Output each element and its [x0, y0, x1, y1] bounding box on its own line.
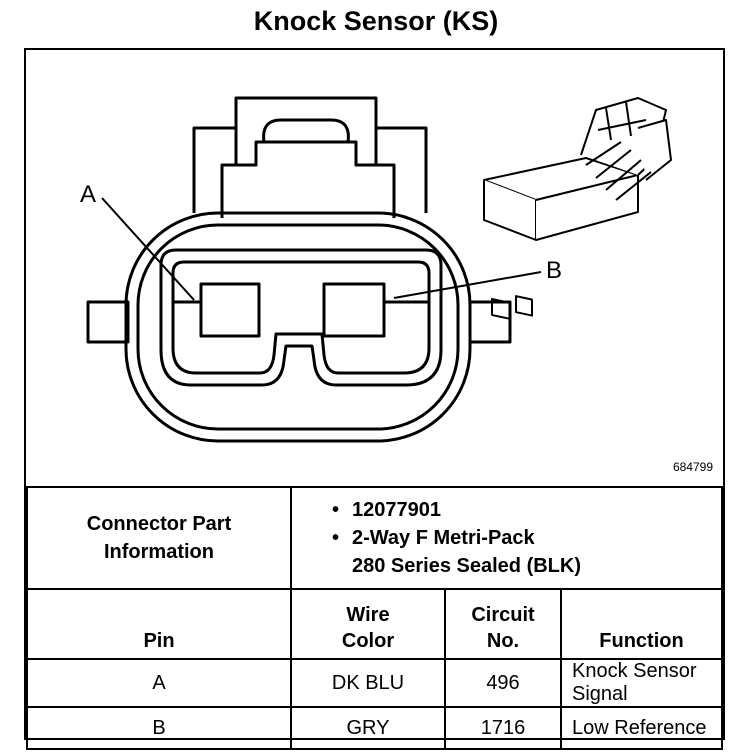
pin-a-terminal: [199, 282, 261, 338]
connector-housing-outer: [124, 211, 472, 443]
cell-wire-color: DK BLU: [290, 658, 446, 708]
connector-illustration: [483, 97, 672, 320]
table-row: B GRY 1716 Low Reference: [26, 706, 723, 750]
cell-wire-color: GRY: [290, 706, 446, 750]
pin-a-label: A: [80, 181, 96, 208]
cell-circuit: 496: [444, 658, 562, 708]
connector-diagram: A B: [80, 96, 672, 443]
cell-pin: B: [26, 706, 292, 750]
header-function: Function: [560, 588, 723, 660]
diagram-title: Knock Sensor (KS): [253, 6, 499, 36]
header-wire-color: Wire Color: [290, 588, 446, 660]
header-pin: Pin: [26, 588, 292, 660]
connector-housing-inner: [136, 223, 460, 431]
diagram-frame: A B 684799 Connector Part Information 12…: [24, 48, 725, 750]
connector-cavity: [159, 248, 443, 387]
pin-b-label: B: [546, 257, 562, 284]
cell-function: Low Reference: [560, 706, 723, 750]
cell-pin: A: [26, 658, 292, 708]
connector-part-row: Connector Part Information 12077901 2-Wa…: [26, 486, 723, 590]
pin-b-leader: [393, 271, 542, 299]
pin-b-terminal: [322, 282, 386, 338]
right-tab: [468, 300, 512, 344]
connector-info-table: Connector Part Information 12077901 2-Wa…: [26, 486, 723, 750]
cell-function: Knock Sensor Signal: [560, 658, 723, 708]
table-row: A DK BLU 496 Knock Sensor Signal: [26, 658, 723, 708]
connector-part-label: Connector Part Information: [26, 486, 292, 590]
cell-circuit: 1716: [444, 706, 562, 750]
connector-latch: [192, 96, 428, 213]
figure-id: 684799: [672, 460, 713, 474]
header-circuit: Circuit No.: [444, 588, 562, 660]
left-tab: [86, 300, 130, 344]
table-header-row: Pin Wire Color Circuit No. Function: [26, 588, 723, 660]
pin-a-leader: [101, 197, 195, 301]
part-number: 12077901: [332, 496, 721, 524]
